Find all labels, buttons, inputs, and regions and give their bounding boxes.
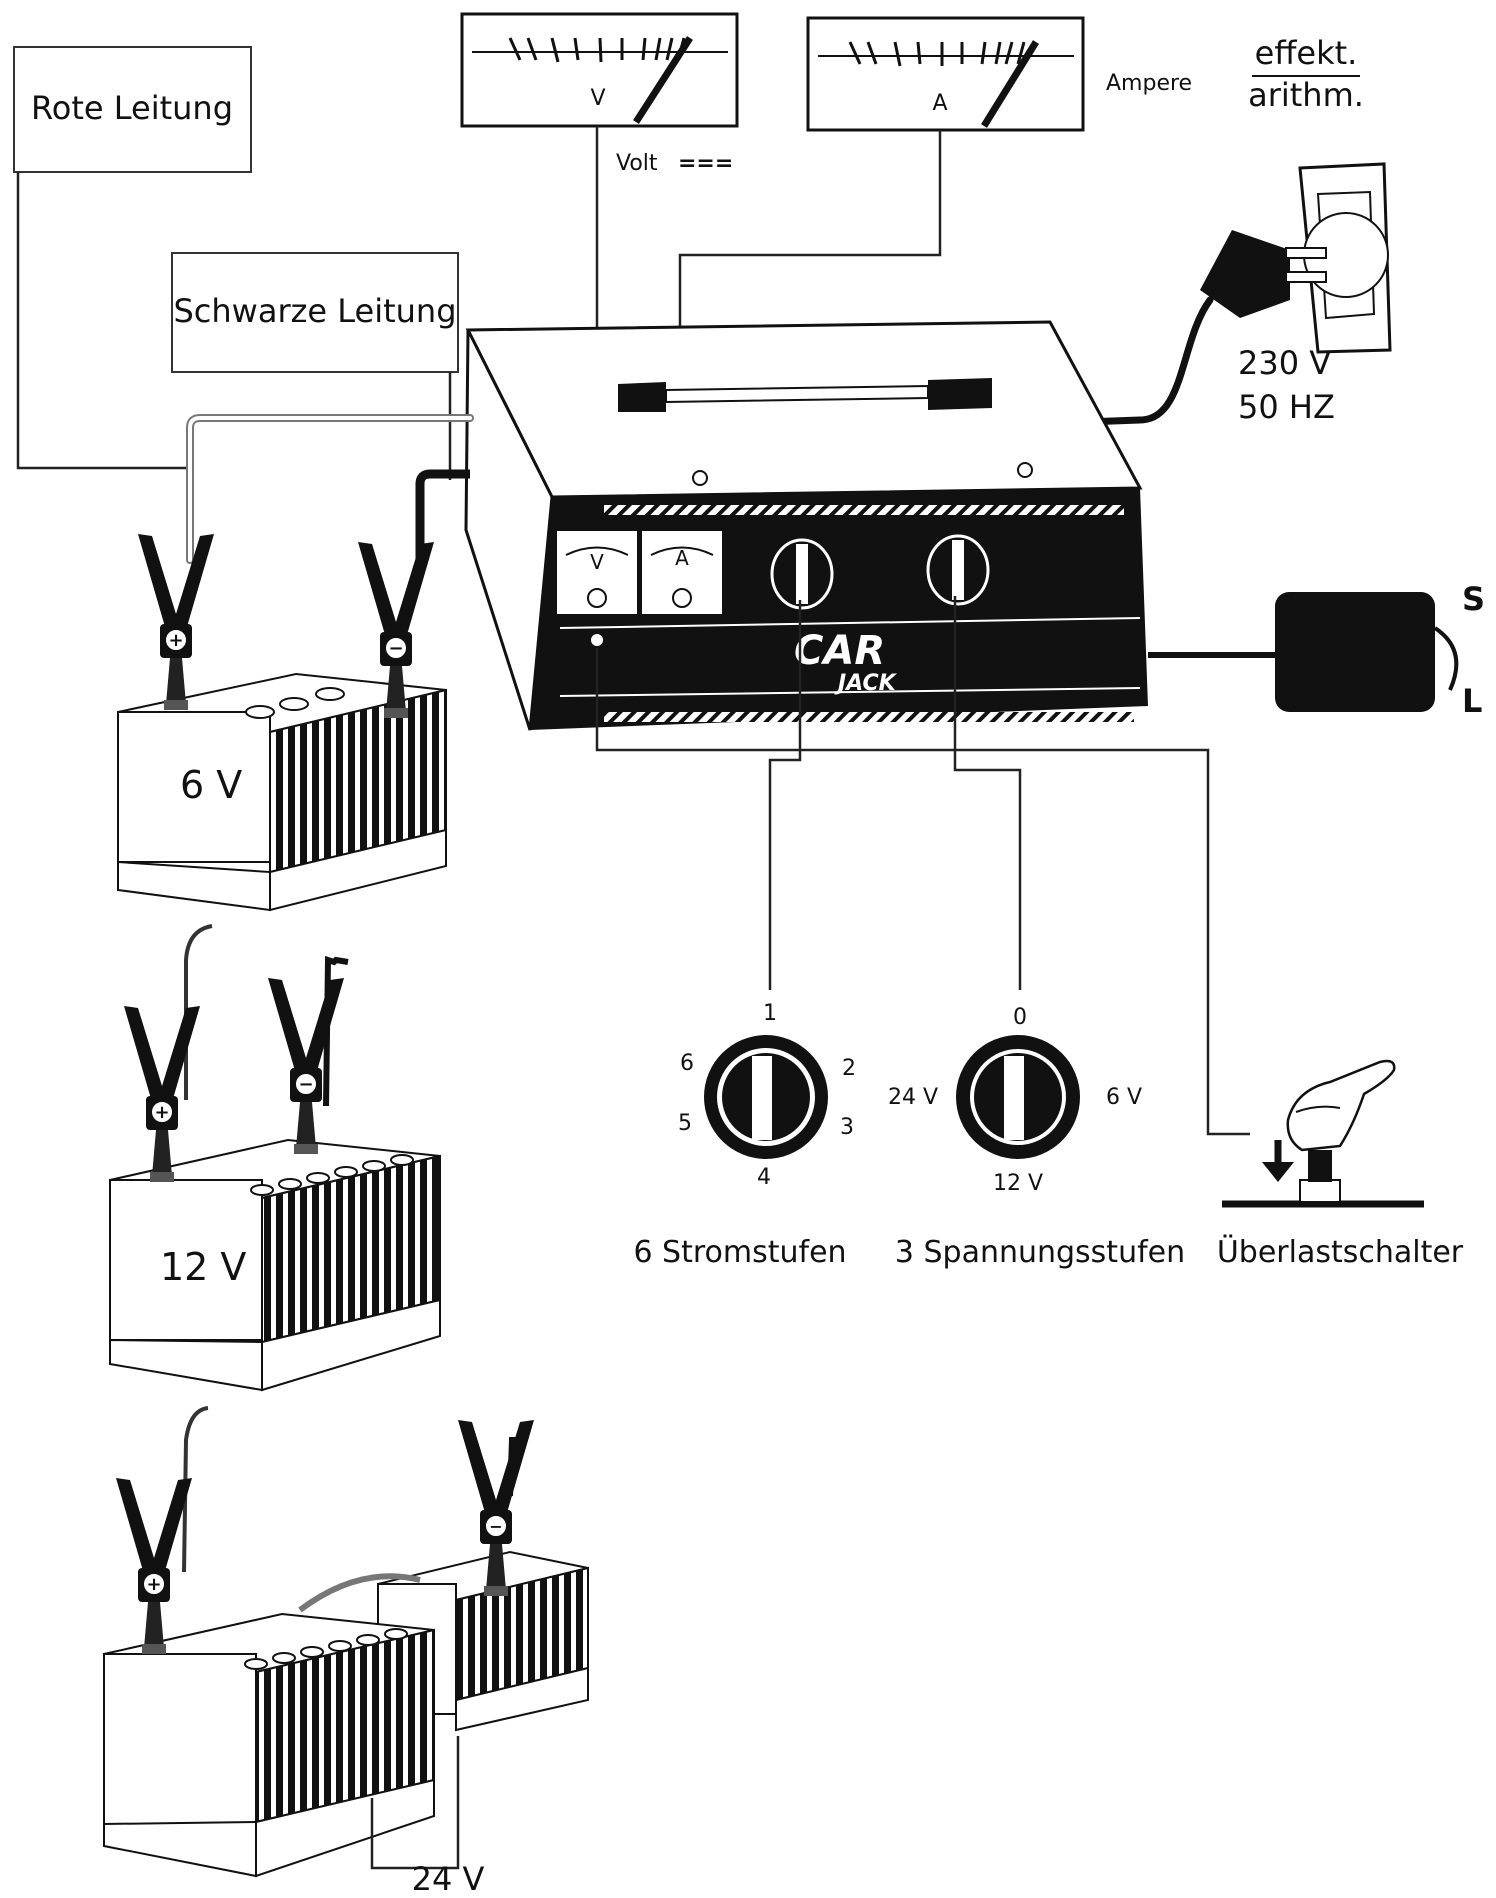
black-wire-label: Schwarze Leitung (173, 292, 456, 330)
red-cable (186, 414, 474, 564)
volt-dc-label: Volt (616, 151, 658, 176)
red-cable-core (188, 416, 472, 562)
dc-symbol: === (678, 151, 733, 176)
red-wire-label: Rote Leitung (31, 89, 233, 127)
power-cord (1081, 296, 1214, 426)
voltage-pos-right: 6 V (1106, 1085, 1142, 1110)
svg-text:V: V (590, 550, 604, 574)
battery-24v-label: 24 V (412, 1860, 485, 1898)
current-knob-leader (768, 600, 802, 990)
red-wire-leader (16, 172, 193, 470)
switch-s-label: S (1462, 580, 1485, 618)
arithmetic-label: arithm. (1248, 76, 1364, 114)
panel-current-knob[interactable] (770, 538, 834, 610)
press-arrow-icon (1262, 1162, 1294, 1182)
clamp-plus-12v: + (154, 1102, 169, 1123)
voltage-steps-label: 3 Spannungsstufen (895, 1235, 1185, 1270)
switch-l-label: L (1462, 682, 1482, 720)
panel-ammeter: A (640, 529, 724, 616)
panel-voltmeter: V (555, 529, 639, 616)
voltmeter-gauge: V (460, 12, 739, 128)
overload-leader (595, 648, 1250, 1136)
clamp-minus-12v: − (298, 1074, 313, 1095)
battery-12v-label: 12 V (160, 1245, 246, 1289)
current-pos-2: 2 (842, 1056, 856, 1081)
current-steps-label: 6 Stromstufen (633, 1235, 846, 1270)
clamp-positive-12v (123, 1005, 201, 1183)
battery-12v (109, 924, 441, 1392)
overload-switch-label: Überlastschalter (1217, 1234, 1464, 1270)
overload-switch-detail (1222, 1059, 1424, 1208)
current-selector-dial (704, 1035, 828, 1159)
effective-label: effekt. (1255, 34, 1358, 72)
power-plug (1200, 230, 1327, 318)
ammeter-symbol: A (932, 91, 947, 116)
red-wire-label-box (13, 46, 252, 173)
current-pos-3: 3 (840, 1115, 854, 1140)
series-link-cable (298, 1573, 421, 1613)
voltage-selector-dial (956, 1035, 1080, 1159)
current-pos-6: 6 (680, 1051, 694, 1076)
battery-24v-bracket (370, 1736, 460, 1870)
black-cable (415, 469, 470, 560)
clamp-plus-24v: + (146, 1574, 161, 1595)
brand-logo-jack: JACK (834, 671, 898, 696)
panel-overload-button[interactable] (589, 632, 605, 648)
current-pos-5: 5 (678, 1111, 692, 1136)
clamp-plus-6v: + (168, 630, 183, 651)
battery-6v-label: 6 V (180, 763, 242, 807)
battery-6v (117, 672, 447, 912)
battery-24v-front (103, 1406, 435, 1878)
panel-voltage-knob[interactable] (926, 534, 990, 606)
black-wire-label-box (171, 252, 459, 373)
finger-icon (1286, 1059, 1396, 1152)
brand-logo-car: CAR (794, 628, 885, 674)
clamp-positive-6v (137, 533, 215, 711)
ammeter-gauge: A (806, 16, 1085, 132)
remote-switch-box[interactable] (1275, 592, 1459, 712)
voltage-pos-bottom: 12 V (993, 1171, 1043, 1196)
voltage-pos-top: 0 (1013, 1005, 1027, 1030)
wall-socket (1298, 162, 1392, 354)
ampere-label: Ampere (1106, 71, 1192, 96)
clamp-negative-12v (267, 977, 345, 1155)
clamp-minus-24v: − (489, 1517, 502, 1536)
clamp-positive-24v (115, 1477, 193, 1655)
current-pos-1: 1 (763, 1001, 777, 1026)
current-pos-4: 4 (757, 1165, 771, 1190)
voltage-knob-leader (953, 596, 1022, 990)
voltage-pos-left: 24 V (888, 1085, 938, 1110)
clamp-minus-6v: − (388, 638, 403, 659)
svg-text:A: A (675, 546, 689, 570)
voltmeter-symbol: V (590, 86, 605, 111)
mains-voltage-label: 230 V (1238, 344, 1331, 382)
mains-frequency-label: 50 HZ (1238, 388, 1335, 426)
